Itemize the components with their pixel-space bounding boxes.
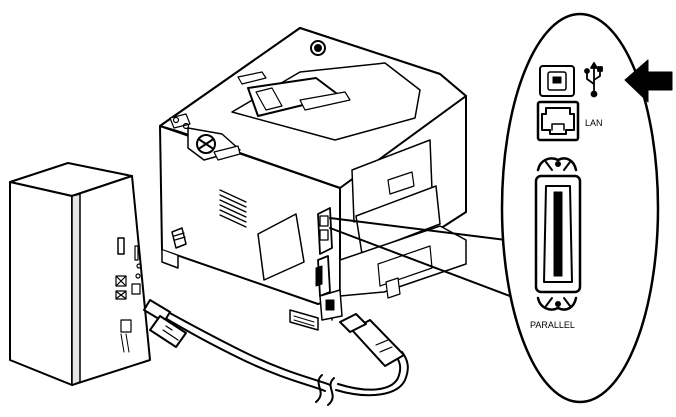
usb-cable	[143, 261, 409, 406]
callout-leader	[329, 217, 523, 299]
printer	[159, 27, 467, 331]
parallel-port	[534, 157, 582, 311]
usb-icon	[584, 62, 603, 98]
lan-port	[536, 100, 580, 142]
computer-tower	[9, 162, 151, 386]
lan-label: LAN	[585, 118, 603, 128]
arrow-left-icon	[624, 59, 673, 103]
parallel-label: PARALLEL	[530, 320, 575, 330]
usb-port	[539, 65, 575, 97]
port-detail-callout: LAN PARALLEL	[500, 12, 660, 404]
